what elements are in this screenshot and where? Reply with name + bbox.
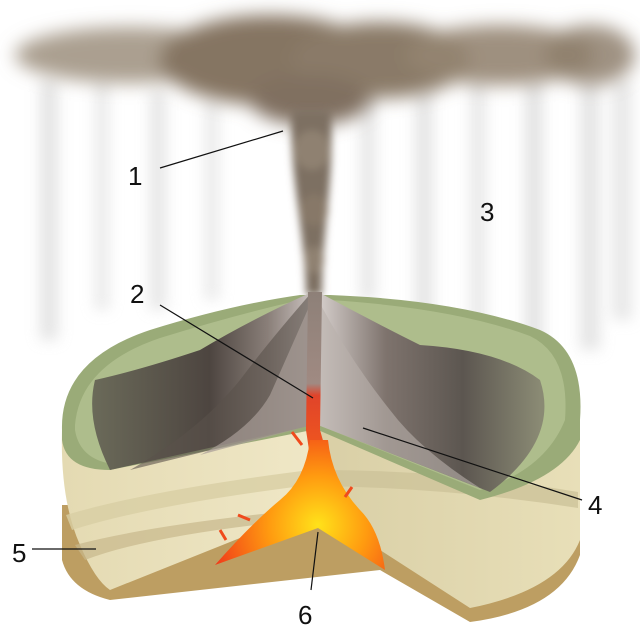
label-2-magma-conduit: 2 xyxy=(130,279,145,309)
label-1-eruption-column: 1 xyxy=(128,161,143,191)
eruption-column xyxy=(291,110,332,295)
label-4-lava-ash-layers: 4 xyxy=(588,490,603,520)
label-6-magma-chamber: 6 xyxy=(298,600,313,630)
leader-lines xyxy=(32,130,583,591)
ash-cloud xyxy=(15,15,635,125)
ash-fall xyxy=(40,80,632,360)
left-wall xyxy=(61,430,313,590)
magma-conduit xyxy=(306,292,330,470)
label-3-ash-fall: 3 xyxy=(480,197,495,227)
label-5-stratum: 5 xyxy=(12,538,27,568)
magma-chamber xyxy=(215,440,385,570)
